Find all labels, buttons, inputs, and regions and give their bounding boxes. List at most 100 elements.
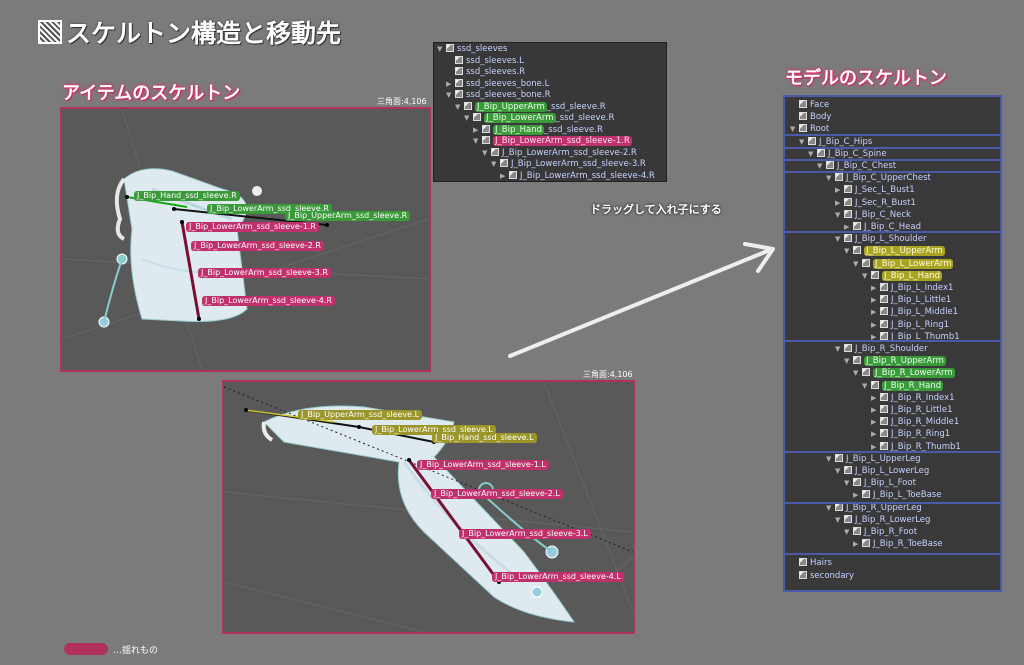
model-hierarchy-row[interactable]: secondary	[790, 570, 854, 582]
model-hierarchy-row[interactable]: ▶J_Sec_L_Bust1	[835, 184, 915, 196]
model-hierarchy-row[interactable]: ▶J_Bip_R_Index1	[871, 392, 955, 404]
model-hierarchy-row[interactable]: Body	[790, 111, 831, 123]
row-label: Hairs	[810, 558, 832, 569]
model-hierarchy-row[interactable]: ▶J_Bip_C_Head	[844, 221, 921, 233]
model-hierarchy-row[interactable]: ▶J_Bip_R_ToeBase	[853, 538, 943, 550]
item-hierarchy-row[interactable]: ▶J_Bip_Hand_ssd_sleeve.R	[473, 124, 603, 136]
expand-down-icon[interactable]: ▼	[835, 345, 841, 353]
expand-down-icon[interactable]: ▼	[853, 259, 859, 268]
expand-down-icon[interactable]: ▼	[862, 381, 868, 390]
model-hierarchy-row[interactable]: ▼J_Bip_L_UpperArm	[844, 245, 945, 257]
item-hierarchy-row[interactable]: ▼J_Bip_UpperArm_ssd_sleeve.R	[455, 101, 606, 113]
model-hierarchy-row[interactable]: ▼J_Bip_C_Neck	[835, 209, 911, 221]
expand-right-icon[interactable]: ▶	[871, 320, 877, 329]
model-hierarchy-row[interactable]: ▶J_Bip_L_Middle1	[871, 306, 958, 318]
expand-right-icon[interactable]: ▶	[871, 393, 877, 402]
expand-down-icon[interactable]: ▼	[844, 357, 850, 366]
model-hierarchy-row[interactable]: ▼J_Bip_L_LowerArm	[853, 258, 954, 270]
model-hierarchy-row[interactable]: ▼J_Bip_R_Hand	[862, 380, 944, 392]
model-hierarchy-row[interactable]: ▶J_Bip_L_Thumb1	[871, 331, 960, 343]
expand-right-icon[interactable]: ▶	[446, 79, 452, 88]
model-hierarchy-row[interactable]: ▶J_Bip_L_Index1	[871, 282, 953, 294]
viewport-bottom[interactable]: J_Bip_UpperArm_ssd_sleeve.L J_Bip_LowerA…	[222, 380, 635, 634]
item-hierarchy-row[interactable]: ▶J_Bip_LowerArm_ssd_sleeve-4.R	[500, 170, 655, 182]
item-hierarchy-row[interactable]: ▼J_Bip_LowerArm_ssd_sleeve-3.R	[491, 159, 646, 170]
model-hierarchy-row[interactable]: ▶J_Bip_R_Thumb1	[871, 441, 961, 453]
expand-down-icon[interactable]: ▼	[835, 515, 841, 524]
expand-right-icon[interactable]: ▶	[871, 296, 877, 305]
model-hierarchy-row[interactable]: ▼Root	[790, 123, 829, 135]
expand-down-icon[interactable]: ▼	[446, 91, 452, 99]
model-hierarchy-row[interactable]: ▼J_Bip_L_UpperLeg	[826, 453, 921, 465]
expand-right-icon[interactable]: ▶	[844, 223, 850, 231]
item-hierarchy-row[interactable]: ▼J_Bip_LowerArm_ssd_sleeve-2.R	[482, 147, 637, 159]
expand-down-icon[interactable]: ▼	[455, 102, 461, 111]
model-hierarchy-row[interactable]: ▼J_Bip_L_Hand	[862, 270, 942, 282]
model-hierarchy-row[interactable]: ▼J_Bip_L_Foot	[844, 477, 916, 489]
expand-right-icon[interactable]: ▶	[500, 171, 506, 180]
expand-down-icon[interactable]: ▼	[844, 247, 850, 256]
model-hierarchy-row[interactable]: ▼J_Bip_C_Hips	[799, 136, 872, 148]
expand-down-icon[interactable]: ▼	[473, 137, 479, 145]
expand-right-icon[interactable]: ▶	[835, 186, 841, 195]
model-hierarchy-row[interactable]: ▶J_Bip_R_Ring1	[871, 428, 950, 440]
expand-right-icon[interactable]: ▶	[871, 284, 877, 292]
model-hierarchy-row[interactable]: ▼J_Bip_C_UpperChest	[826, 172, 931, 184]
expand-down-icon[interactable]: ▼	[844, 528, 850, 536]
expand-right-icon[interactable]: ▶	[871, 418, 877, 427]
row-label: secondary	[810, 570, 855, 581]
model-hierarchy-row[interactable]: ▶J_Bip_L_Ring1	[871, 319, 949, 331]
model-hierarchy-row[interactable]: Hairs	[790, 557, 832, 569]
model-hierarchy-row[interactable]: ▼J_Bip_C_Spine	[808, 148, 887, 160]
expand-down-icon[interactable]: ▼	[835, 467, 841, 475]
model-hierarchy-row[interactable]: ▶J_Bip_R_Middle1	[871, 416, 959, 428]
model-hierarchy-row[interactable]: ▼J_Bip_R_UpperArm	[844, 355, 946, 367]
item-hierarchy-row[interactable]: ▼J_Bip_LowerArm_ssd_sleeve.R	[464, 113, 614, 124]
expand-right-icon[interactable]: ▶	[871, 332, 877, 341]
item-hierarchy-row[interactable]: ssd_sleeves.R	[446, 67, 525, 78]
expand-down-icon[interactable]: ▼	[482, 148, 488, 157]
model-hierarchy-row[interactable]: ▶J_Bip_L_ToeBase	[853, 489, 941, 501]
expand-right-icon[interactable]: ▶	[871, 308, 877, 317]
expand-down-icon[interactable]: ▼	[464, 114, 470, 122]
gameobject-icon	[880, 429, 888, 438]
expand-right-icon[interactable]: ▶	[835, 198, 841, 207]
model-hierarchy-row[interactable]: ▼J_Bip_R_LowerLeg	[835, 514, 930, 526]
expand-right-icon[interactable]: ▶	[473, 125, 479, 134]
model-hierarchy-row[interactable]: Face	[790, 99, 829, 111]
expand-down-icon[interactable]: ▼	[437, 45, 443, 53]
expand-down-icon[interactable]: ▼	[835, 235, 841, 244]
expand-right-icon[interactable]: ▶	[871, 442, 877, 451]
expand-down-icon[interactable]: ▼	[826, 454, 832, 463]
expand-right-icon[interactable]: ▶	[853, 491, 859, 500]
expand-down-icon[interactable]: ▼	[862, 271, 868, 280]
item-hierarchy-row[interactable]: ssd_sleeves.L	[446, 55, 524, 67]
model-hierarchy-row[interactable]: ▼J_Bip_L_LowerLeg	[835, 465, 929, 477]
expand-down-icon[interactable]: ▼	[853, 369, 859, 378]
expand-down-icon[interactable]: ▼	[799, 137, 805, 146]
model-hierarchy-row[interactable]: ▼J_Bip_R_Foot	[844, 526, 917, 538]
expand-down-icon[interactable]: ▼	[491, 160, 497, 168]
model-hierarchy-row[interactable]: ▶J_Bip_L_Little1	[871, 294, 951, 306]
item-hierarchy-row[interactable]: ▼ssd_sleeves_bone.R	[446, 90, 551, 101]
expand-down-icon[interactable]: ▼	[808, 149, 814, 158]
viewport-top[interactable]: J_Bip_Hand_ssd_sleeve.R J_Bip_LowerArm_s…	[60, 107, 431, 372]
item-hierarchy-row[interactable]: ▼J_Bip_LowerArm_ssd_sleeve-1.R	[473, 136, 632, 147]
model-hierarchy-row[interactable]: ▼J_Bip_C_Chest	[817, 160, 896, 172]
model-hierarchy-row[interactable]: ▶J_Bip_R_Little1	[871, 404, 953, 416]
expand-right-icon[interactable]: ▶	[871, 430, 877, 439]
model-hierarchy-row[interactable]: ▶J_Sec_R_Bust1	[835, 197, 916, 209]
model-hierarchy-row[interactable]: ▼J_Bip_L_Shoulder	[835, 233, 926, 245]
expand-right-icon[interactable]: ▶	[871, 406, 877, 414]
expand-down-icon[interactable]: ▼	[826, 174, 832, 183]
expand-down-icon[interactable]: ▼	[817, 162, 823, 170]
expand-down-icon[interactable]: ▼	[826, 503, 832, 512]
model-hierarchy-row[interactable]: ▼J_Bip_R_Shoulder	[835, 343, 928, 355]
item-hierarchy-row[interactable]: ▼ssd_sleeves	[437, 44, 507, 55]
expand-down-icon[interactable]: ▼	[844, 479, 850, 488]
model-hierarchy-row[interactable]: ▼J_Bip_R_LowerArm	[853, 367, 955, 379]
expand-down-icon[interactable]: ▼	[835, 210, 841, 219]
item-hierarchy-row[interactable]: ▶ssd_sleeves_bone.L	[446, 78, 549, 90]
expand-down-icon[interactable]: ▼	[790, 125, 796, 134]
expand-right-icon[interactable]: ▶	[853, 540, 859, 549]
